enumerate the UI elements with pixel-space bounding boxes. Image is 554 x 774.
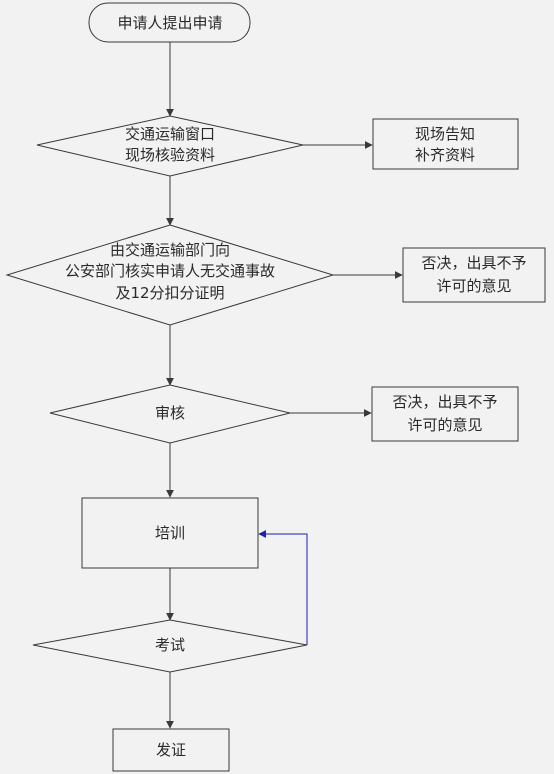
verify-label-3: 及12分扣分证明: [115, 284, 224, 302]
reject-2-label-1: 否决，出具不予: [392, 393, 497, 411]
certificate-box: [112, 728, 230, 772]
reject-1-label-2: 许可的意见: [436, 277, 511, 295]
check-window-label-1: 交通运输窗口: [125, 125, 215, 143]
check-window-label-2: 现场核验资料: [125, 146, 215, 164]
verify-label-1: 由交通运输部门向: [110, 241, 230, 259]
loop-exam-to-training: [258, 530, 308, 645]
reject-1-label-1: 否决，出具不予: [421, 254, 526, 272]
reject-box-1: [402, 247, 546, 303]
training-label: 培训: [155, 524, 185, 542]
start-label: 申请人提出申请: [117, 14, 222, 32]
training-box: [81, 497, 259, 569]
verify-label-2: 公安部门核实申请人无交通事故: [65, 262, 275, 280]
reject-2-label-2: 许可的意见: [407, 416, 482, 434]
certificate-label: 发证: [156, 741, 186, 759]
exam-label: 考试: [155, 636, 185, 654]
review-label: 审核: [155, 404, 185, 422]
notify-label-1: 现场告知: [415, 125, 475, 143]
notify-box: [372, 118, 519, 170]
reject-box-2: [371, 386, 519, 442]
notify-label-2: 补齐资料: [415, 146, 475, 164]
